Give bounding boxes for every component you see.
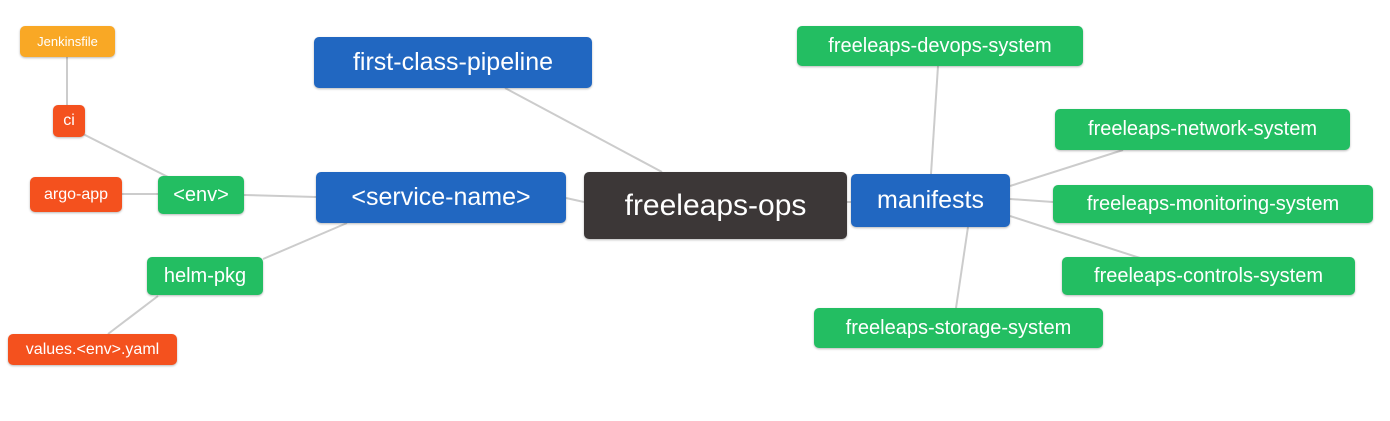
edge-values-env-yaml-to-helm-pkg [107,295,159,335]
node-first-class-pipeline[interactable]: first-class-pipeline [314,37,592,88]
node-manifests[interactable]: manifests [851,174,1010,227]
node-helm-pkg[interactable]: helm-pkg [147,257,263,295]
node-freeleaps-ops[interactable]: freeleaps-ops [584,172,847,239]
node-jenkinsfile[interactable]: Jenkinsfile [20,26,115,57]
node-env[interactable]: <env> [158,176,244,214]
edge-first-class-pipeline-to-freeleaps-ops [504,87,663,173]
edge-service-name-to-freeleaps-ops [565,197,585,203]
edge-ci-to-env [82,133,169,178]
node-freeleaps-network-system[interactable]: freeleaps-network-system [1055,109,1350,150]
node-freeleaps-monitoring-system[interactable]: freeleaps-monitoring-system [1053,185,1373,223]
node-freeleaps-storage-system[interactable]: freeleaps-storage-system [814,308,1103,348]
node-values-env-yaml[interactable]: values.<env>.yaml [8,334,177,365]
node-freeleaps-devops-system[interactable]: freeleaps-devops-system [797,26,1083,66]
edge-env-to-service-name [243,194,317,198]
node-argo-app[interactable]: argo-app [30,177,122,212]
edge-manifests-to-freeleaps-devops-system [930,65,939,175]
edge-manifests-to-freeleaps-storage-system [955,226,969,309]
edge-manifests-to-freeleaps-monitoring-system [1009,198,1054,203]
edge-helm-pkg-to-service-name [262,222,348,260]
edge-manifests-to-freeleaps-network-system [1009,149,1124,187]
edge-manifests-to-freeleaps-controls-system [1009,215,1141,259]
node-freeleaps-controls-system[interactable]: freeleaps-controls-system [1062,257,1355,295]
node-service-name[interactable]: <service-name> [316,172,566,223]
node-ci[interactable]: ci [53,105,85,137]
